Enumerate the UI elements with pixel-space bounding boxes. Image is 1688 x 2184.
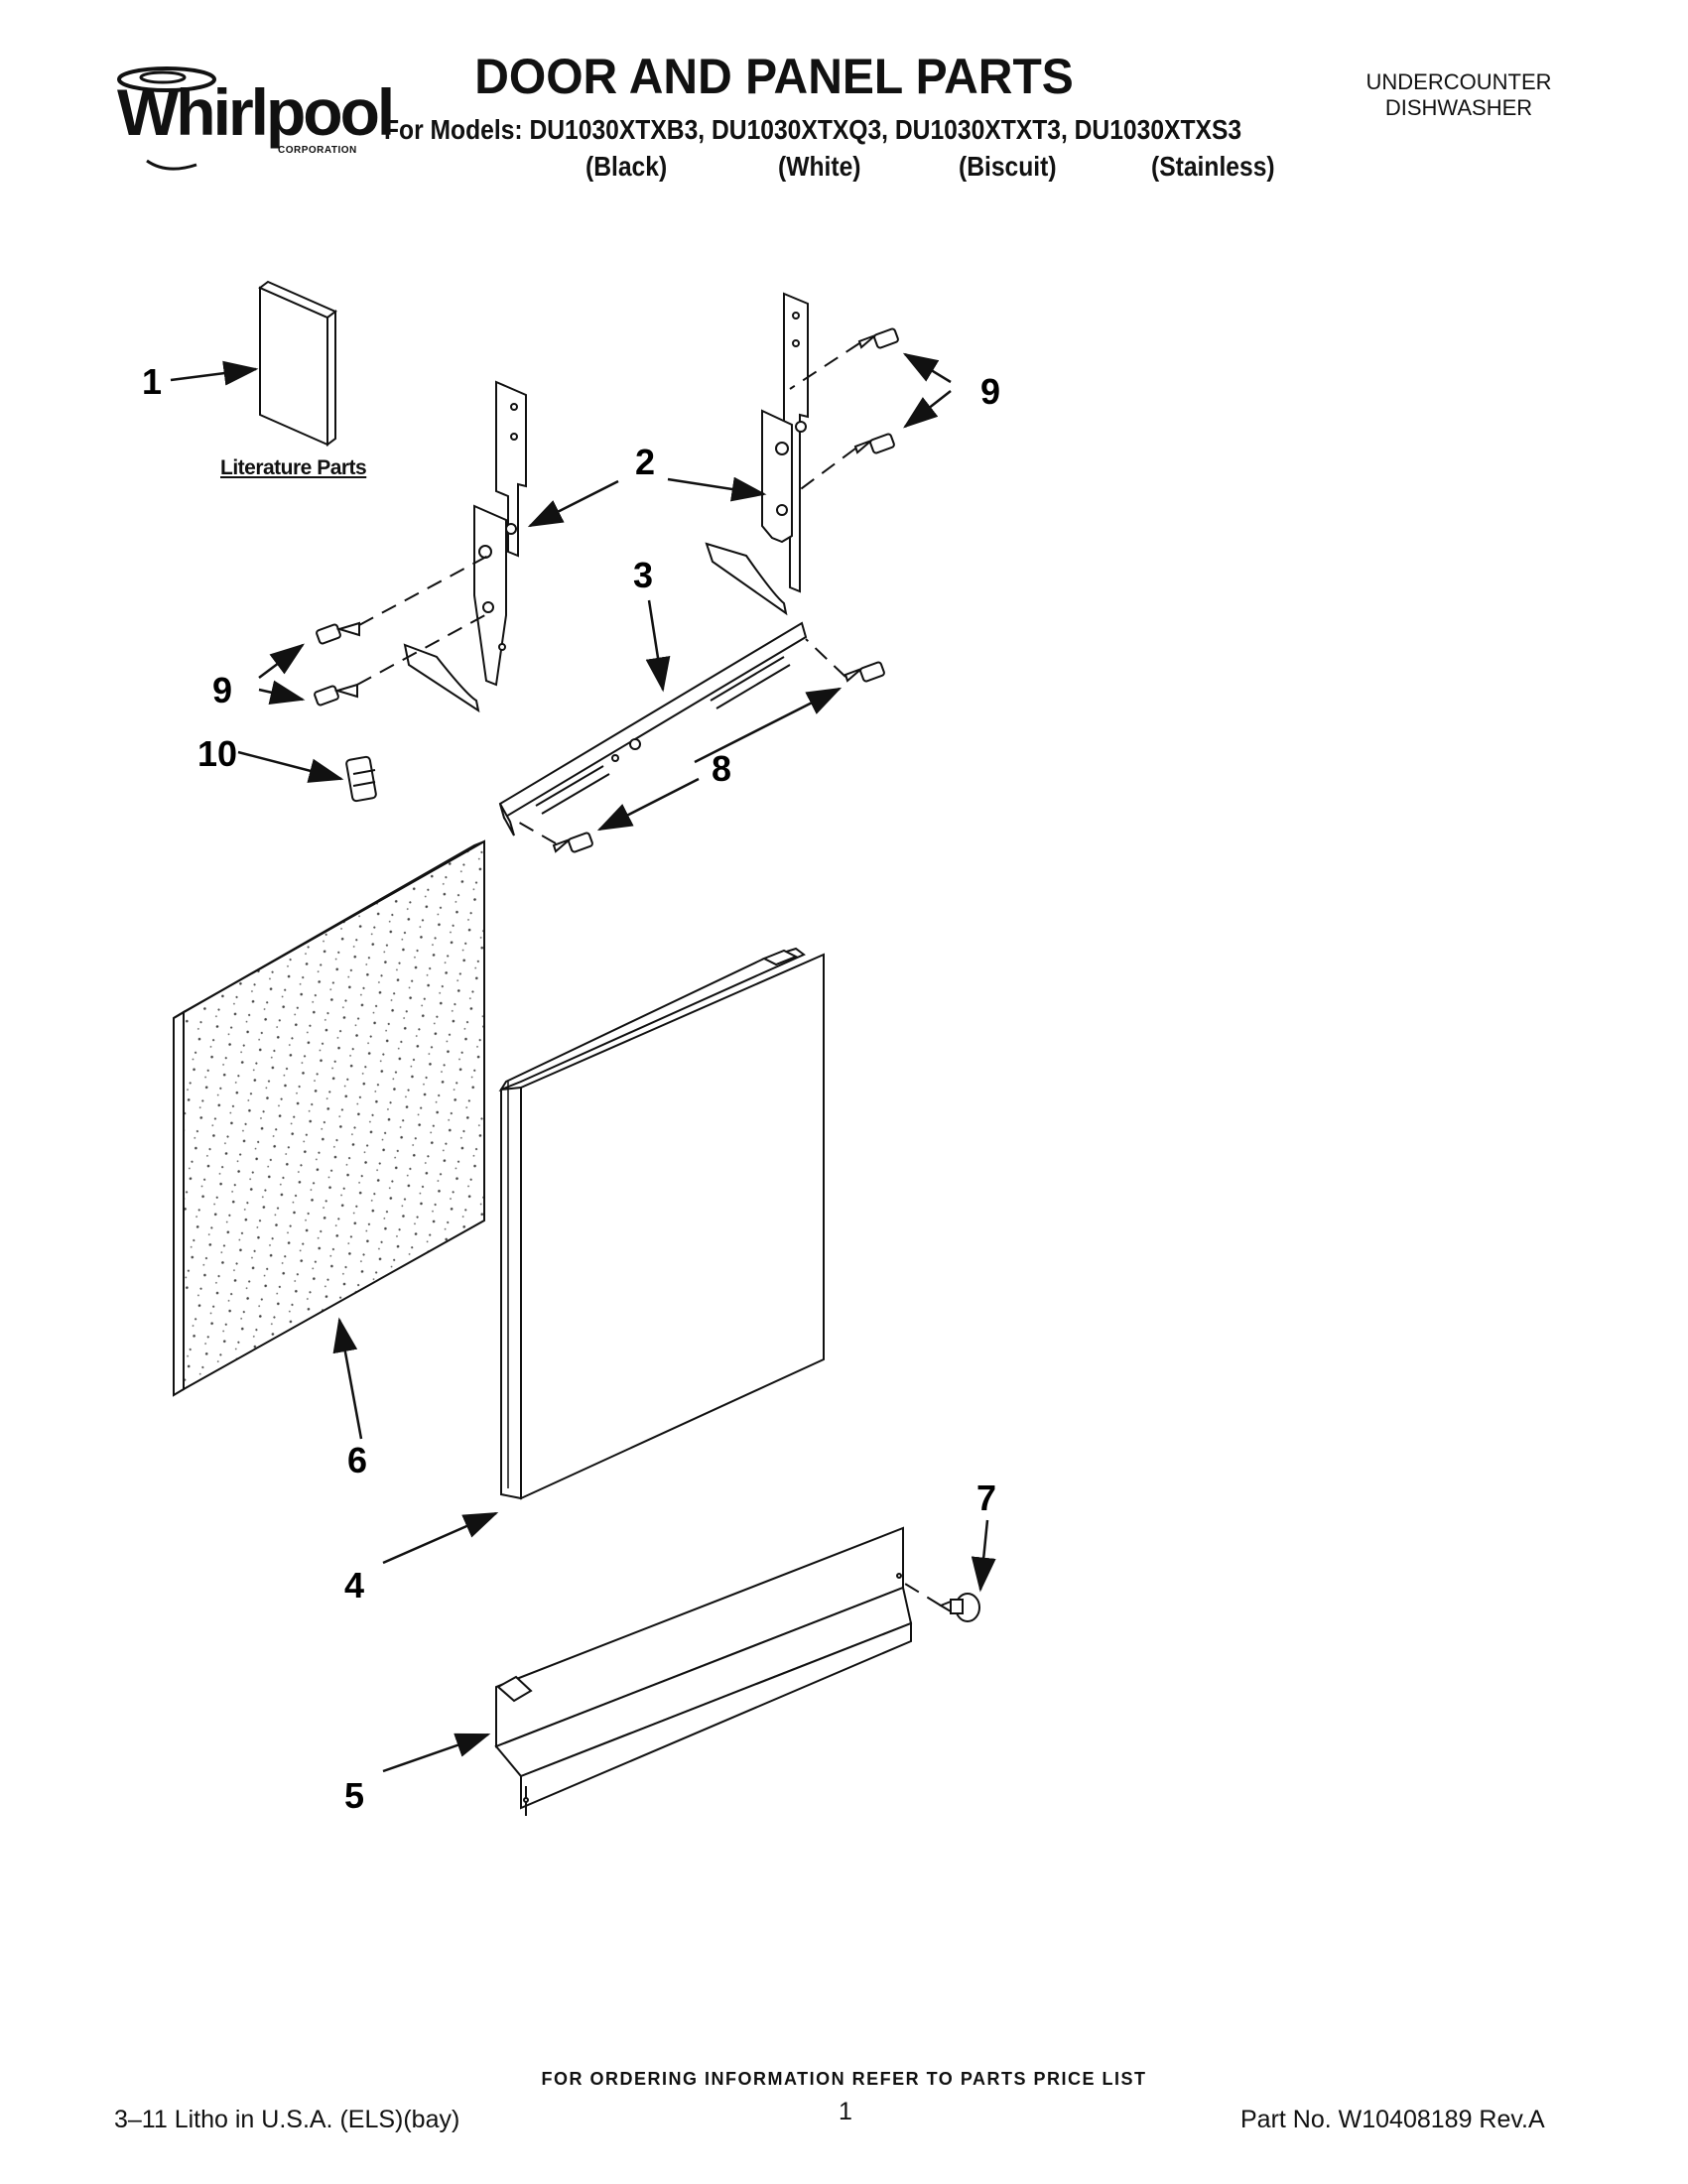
screw-9-left-lower <box>314 683 358 707</box>
alignment-lines <box>356 342 942 1606</box>
ordering-info: FOR ORDERING INFORMATION REFER TO PARTS … <box>541 2069 1147 2089</box>
screw-8-lower <box>552 832 593 853</box>
models-line: For Models: DU1030XTXB3, DU1030XTXQ3, DU… <box>384 114 1242 145</box>
outer-door-panel <box>498 947 825 1500</box>
callout-7: 7 <box>976 1477 996 1518</box>
callout-5: 5 <box>344 1775 364 1816</box>
callout-3: 3 <box>633 555 653 595</box>
color-black: (Black) <box>585 151 668 182</box>
color-biscuit: (Biscuit) <box>959 151 1057 182</box>
door-clip <box>345 755 377 803</box>
mounting-rail <box>498 621 808 836</box>
appliance-type-line1: UNDERCOUNTER <box>1365 69 1552 94</box>
literature-parts-label: Literature Parts <box>220 456 367 479</box>
part-number: Part No. W10408189 Rev.A <box>1240 2106 1545 2133</box>
brand-name: Whirlpool <box>117 75 395 149</box>
door-panel-insulation <box>173 839 485 1397</box>
page-number: 1 <box>839 2098 852 2125</box>
callout-8: 8 <box>712 748 731 789</box>
screw-9-right-lower <box>853 433 895 454</box>
hinge-bracket-left <box>403 380 527 713</box>
toe-panel <box>494 1526 913 1816</box>
leader-arrows <box>170 352 996 1773</box>
appliance-type-line2: DISHWASHER <box>1384 95 1533 120</box>
callout-9-right: 9 <box>980 371 1000 412</box>
callout-10: 10 <box>197 733 237 774</box>
callout-4: 4 <box>344 1565 364 1606</box>
hinge-bracket-right <box>705 292 809 616</box>
toe-panel-screw <box>938 1593 980 1622</box>
callout-9-left: 9 <box>212 670 232 710</box>
whirlpool-swirl-icon <box>117 66 216 171</box>
color-stainless: (Stainless) <box>1151 151 1275 182</box>
brand-corporation: CORPORATION <box>278 145 357 156</box>
screw-9-left-upper <box>316 621 360 645</box>
callout-6: 6 <box>347 1440 367 1480</box>
color-white: (White) <box>778 151 861 182</box>
whirlpool-logo: Whirlpool CORPORATION <box>107 58 395 177</box>
callout-1: 1 <box>142 361 162 402</box>
litho-info: 3–11 Litho in U.S.A. (ELS)(bay) <box>114 2106 460 2133</box>
callout-2: 2 <box>635 442 655 482</box>
screw-9-right-upper <box>857 327 899 349</box>
appliance-type: UNDERCOUNTER DISHWASHER <box>1330 69 1588 121</box>
page-title: DOOR AND PANEL PARTS <box>474 49 1074 104</box>
literature-booklet <box>258 280 337 447</box>
screw-8-upper <box>844 661 885 683</box>
